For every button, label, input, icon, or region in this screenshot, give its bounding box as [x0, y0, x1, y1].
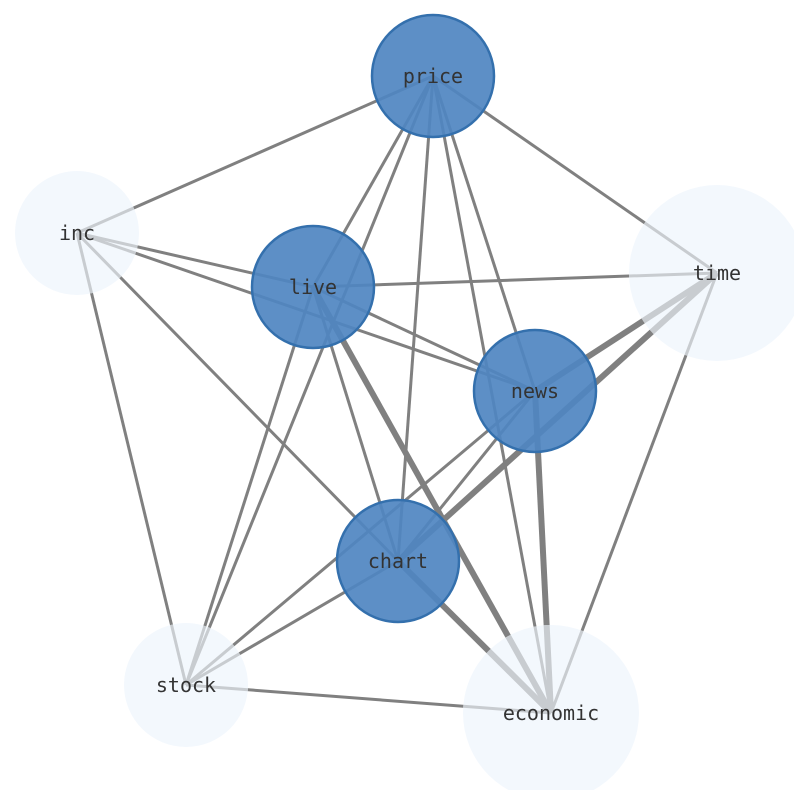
- label-layer: price inc live time news chart stock economic: [59, 64, 741, 725]
- edge-faded-inc-chart-at-inc: [75, 231, 122, 279]
- edge-faded-time-chart-at-time: [649, 270, 720, 335]
- edge-faded-live-stock-at-stock: [184, 625, 207, 686]
- node-label-stock: stock: [156, 673, 216, 697]
- node-label-price: price: [403, 64, 463, 88]
- edge-faded-inc-news-at-inc: [76, 231, 137, 255]
- edge-faded-time-economic-at-economic: [549, 630, 584, 714]
- node-layer: [15, 13, 794, 790]
- node-label-news: news: [511, 379, 559, 403]
- node-label-time: time: [693, 261, 741, 285]
- node-label-live: live: [289, 275, 337, 299]
- edge-inc-stock: [75, 232, 188, 686]
- node-chart[interactable]: [335, 498, 461, 624]
- edge-faded-inc-stock-at-inc: [75, 232, 93, 294]
- edge-price-chart: [396, 75, 435, 562]
- edge-faded-chart-stock-at-stock: [185, 652, 241, 687]
- node-label-economic: economic: [503, 701, 599, 725]
- edge-faded-news-economic-at-economic: [543, 624, 554, 714]
- edge-faded-stock-economic-at-economic: [463, 704, 552, 715]
- edge-faded-inc-stock-at-stock: [170, 624, 188, 686]
- edge-faded-live-economic-at-economic: [505, 634, 554, 715]
- node-live[interactable]: [250, 224, 376, 350]
- edge-faded-price-inc-at-inc: [76, 206, 135, 235]
- edge-inc-chart: [75, 231, 400, 563]
- node-price[interactable]: [370, 13, 496, 139]
- edge-faded-stock-economic-at-stock: [185, 683, 248, 692]
- edge-faded-live-time-at-time: [629, 271, 718, 278]
- edge-faded-price-time-at-time: [643, 221, 718, 275]
- edge-price-stock: [184, 75, 435, 686]
- edge-price-inc: [76, 74, 434, 235]
- edge-faded-time-economic-at-time: [684, 272, 719, 356]
- faded-edge-layer: [75, 206, 720, 716]
- node-label-chart: chart: [368, 549, 428, 573]
- node-news[interactable]: [472, 328, 598, 454]
- node-label-inc: inc: [59, 221, 95, 245]
- edge-live-stock: [184, 286, 315, 686]
- edge-faded-chart-economic-at-economic: [486, 648, 554, 716]
- edge-faded-news-stock-at-stock: [185, 643, 235, 687]
